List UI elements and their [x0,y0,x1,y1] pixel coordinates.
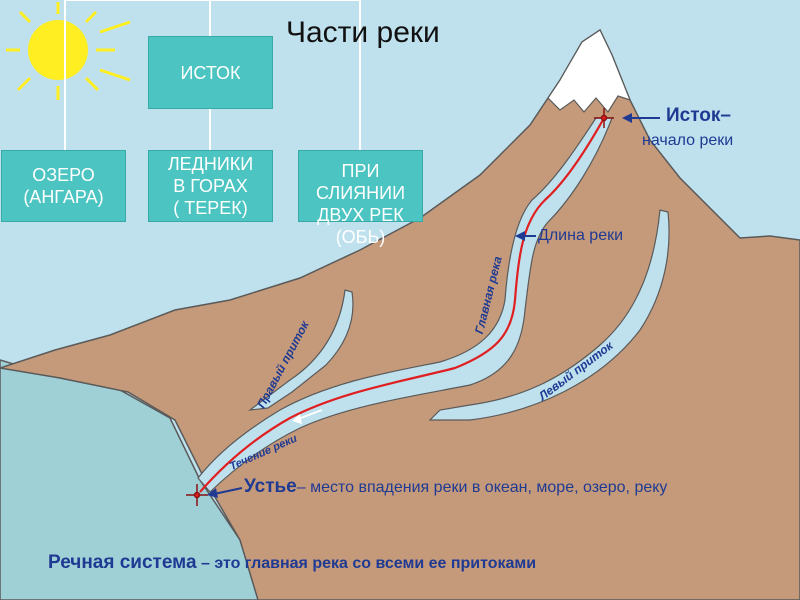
source-marker-icon [594,108,614,128]
river-length-line [199,117,605,493]
river-system-description: – это главная река со всеми ее притоками [196,555,537,572]
sun-icon [6,2,131,100]
source-arrow-icon [622,113,660,123]
mouth-arrow-icon [207,487,243,498]
source-label: Исток– [666,105,731,126]
box-source: ИСТОК [148,36,273,109]
river-system-label: Речная система [48,552,197,573]
mouth-marker-icon [186,484,208,506]
length-label: Длина реки [538,227,624,244]
snow-cap-shape [547,29,632,114]
mouth-line: Устье– место впадения реки в океан, море… [244,476,667,498]
length-arrow-icon [515,231,536,241]
page-title: Части реки [286,16,440,49]
source-description: начало реки [642,132,734,149]
box-lake: ОЗЕРО (АНГАРА) [1,150,126,222]
flow-arrow-icon [292,409,323,424]
mouth-description: – место впадения реки в океан, море, озе… [296,479,668,496]
mouth-label: Устье [244,476,297,497]
box-confluence: ПРИ СЛИЯНИИ ДВУХ РЕК (ОБЬ) [298,150,423,247]
left-tributary-water [428,209,670,421]
box-glaciers: ЛЕДНИКИ В ГОРАХ ( ТЕРЕК) [148,150,273,222]
river-system-line: Речная система – это главная река со все… [48,552,536,574]
right-tributary-water [247,289,354,411]
